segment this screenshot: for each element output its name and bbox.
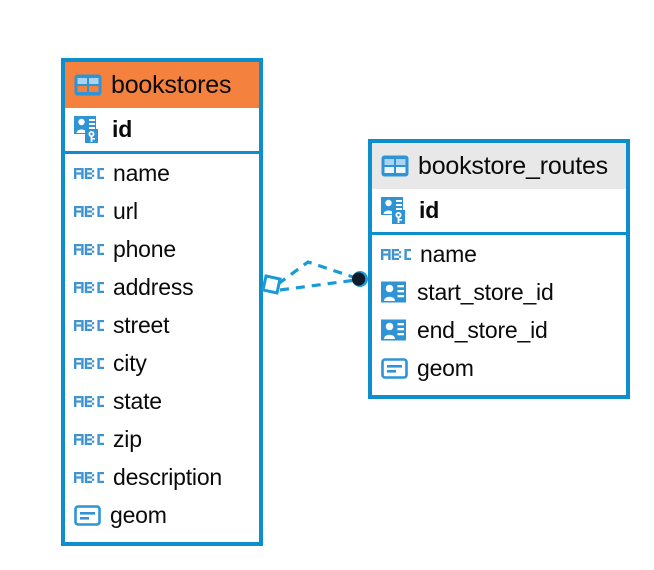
field-label: street bbox=[113, 311, 170, 338]
abc-text-icon bbox=[74, 469, 104, 486]
primary-key-icon bbox=[74, 115, 103, 144]
primary-key-icon bbox=[381, 196, 410, 225]
field-label: city bbox=[113, 349, 147, 376]
field-label: geom bbox=[110, 501, 167, 528]
field-label: description bbox=[113, 463, 223, 490]
abc-text-icon bbox=[74, 279, 104, 296]
entity-bookstores-header[interactable]: bookstores bbox=[65, 62, 259, 108]
field-row-routes-end-store-id[interactable]: end_store_id bbox=[372, 311, 626, 349]
field-label: address bbox=[113, 273, 194, 300]
field-row-routes-start-store-id[interactable]: start_store_id bbox=[372, 273, 626, 311]
field-label: id bbox=[419, 197, 440, 223]
field-row-bookstores-geom[interactable]: geom bbox=[65, 496, 259, 534]
abc-text-icon bbox=[74, 203, 104, 220]
field-label: end_store_id bbox=[417, 316, 548, 343]
field-row-bookstores-address[interactable]: address bbox=[65, 268, 259, 306]
field-row-routes-geom[interactable]: geom bbox=[372, 349, 626, 387]
field-label: url bbox=[113, 197, 138, 224]
abc-text-icon bbox=[74, 317, 104, 334]
relationship-line-upper bbox=[277, 260, 357, 286]
entity-bookstores-title: bookstores bbox=[111, 70, 232, 99]
foreign-key-icon bbox=[381, 280, 408, 304]
entity-bookstores[interactable]: bookstores id bbox=[61, 58, 263, 546]
table-icon bbox=[74, 74, 102, 96]
abc-text-icon bbox=[74, 393, 104, 410]
field-label: state bbox=[113, 387, 162, 414]
field-label: start_store_id bbox=[417, 278, 554, 305]
field-row-bookstores-url[interactable]: url bbox=[65, 192, 259, 230]
relationship-target-circle-marker bbox=[352, 271, 368, 287]
field-label: id bbox=[112, 116, 133, 142]
abc-text-icon bbox=[74, 241, 104, 258]
field-row-bookstores-phone[interactable]: phone bbox=[65, 230, 259, 268]
foreign-key-icon bbox=[381, 318, 408, 342]
relationship-connector[interactable] bbox=[252, 240, 382, 320]
abc-text-icon bbox=[74, 355, 104, 372]
field-row-bookstores-state[interactable]: state bbox=[65, 382, 259, 420]
field-row-bookstores-id[interactable]: id bbox=[65, 108, 259, 154]
abc-text-icon bbox=[381, 246, 411, 263]
field-row-bookstores-city[interactable]: city bbox=[65, 344, 259, 382]
field-label: zip bbox=[113, 425, 142, 452]
field-label: phone bbox=[113, 235, 176, 262]
geometry-icon bbox=[74, 504, 101, 527]
field-label: name bbox=[420, 240, 477, 267]
relationship-line-lower bbox=[279, 278, 357, 292]
table-icon bbox=[381, 155, 409, 177]
relationship-source-diamond-marker bbox=[261, 274, 282, 295]
field-row-bookstores-name[interactable]: name bbox=[65, 154, 259, 192]
entity-bookstore-routes-header[interactable]: bookstore_routes bbox=[372, 143, 626, 189]
field-row-bookstores-street[interactable]: street bbox=[65, 306, 259, 344]
field-label: geom bbox=[417, 354, 474, 381]
field-label: name bbox=[113, 159, 170, 186]
field-row-bookstores-description[interactable]: description bbox=[65, 458, 259, 496]
abc-text-icon bbox=[74, 431, 104, 448]
abc-text-icon bbox=[74, 165, 104, 182]
field-row-routes-name[interactable]: name bbox=[372, 235, 626, 273]
field-row-routes-id[interactable]: id bbox=[372, 189, 626, 235]
geometry-icon bbox=[381, 357, 408, 380]
entity-bookstore-routes-title: bookstore_routes bbox=[418, 151, 608, 180]
field-row-bookstores-zip[interactable]: zip bbox=[65, 420, 259, 458]
entity-bookstore-routes[interactable]: bookstore_routes id bbox=[368, 139, 630, 399]
